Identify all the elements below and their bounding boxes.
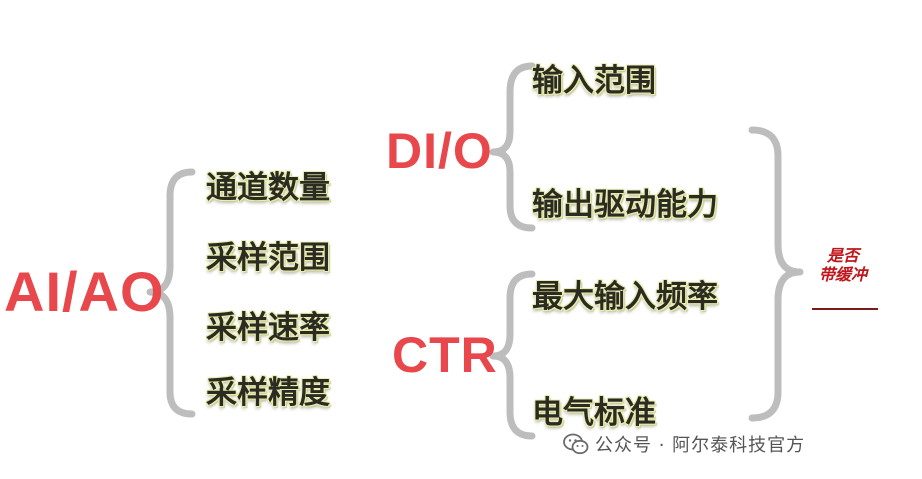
watermark: 公众号 · 阿尔泰科技官方 xyxy=(563,432,805,456)
conclusion-line-2: 带缓冲 xyxy=(818,265,867,284)
watermark-text: 公众号 · 阿尔泰科技官方 xyxy=(595,435,806,456)
dio-label: DI/O xyxy=(386,123,493,179)
conclusion-line-1: 是否 xyxy=(826,246,859,265)
wechat-icon xyxy=(563,433,589,455)
right-brace xyxy=(748,126,804,422)
ctr-item-max-input-freq: 最大输入频率 xyxy=(532,279,718,315)
buffer-conclusion: 是否 带缓冲 xyxy=(808,246,878,310)
ctr-brace xyxy=(489,270,536,440)
aiao-label: AI/AO xyxy=(4,260,165,323)
dio-brace xyxy=(489,62,536,232)
aiao-item-sampling-accuracy: 采样精度 xyxy=(206,375,330,411)
dio-item-output-drive: 输出驱动能力 xyxy=(532,187,718,223)
ctr-label: CTR xyxy=(392,327,498,383)
ctr-item-electrical-standard: 电气标准 xyxy=(532,395,656,431)
aiao-item-channel-count: 通道数量 xyxy=(206,170,330,206)
aiao-item-sampling-range: 采样范围 xyxy=(206,240,330,276)
conclusion-underline xyxy=(812,308,878,310)
aiao-brace xyxy=(146,168,196,418)
dio-item-input-range: 输入范围 xyxy=(532,63,656,99)
aiao-item-sampling-rate: 采样速率 xyxy=(206,310,330,346)
